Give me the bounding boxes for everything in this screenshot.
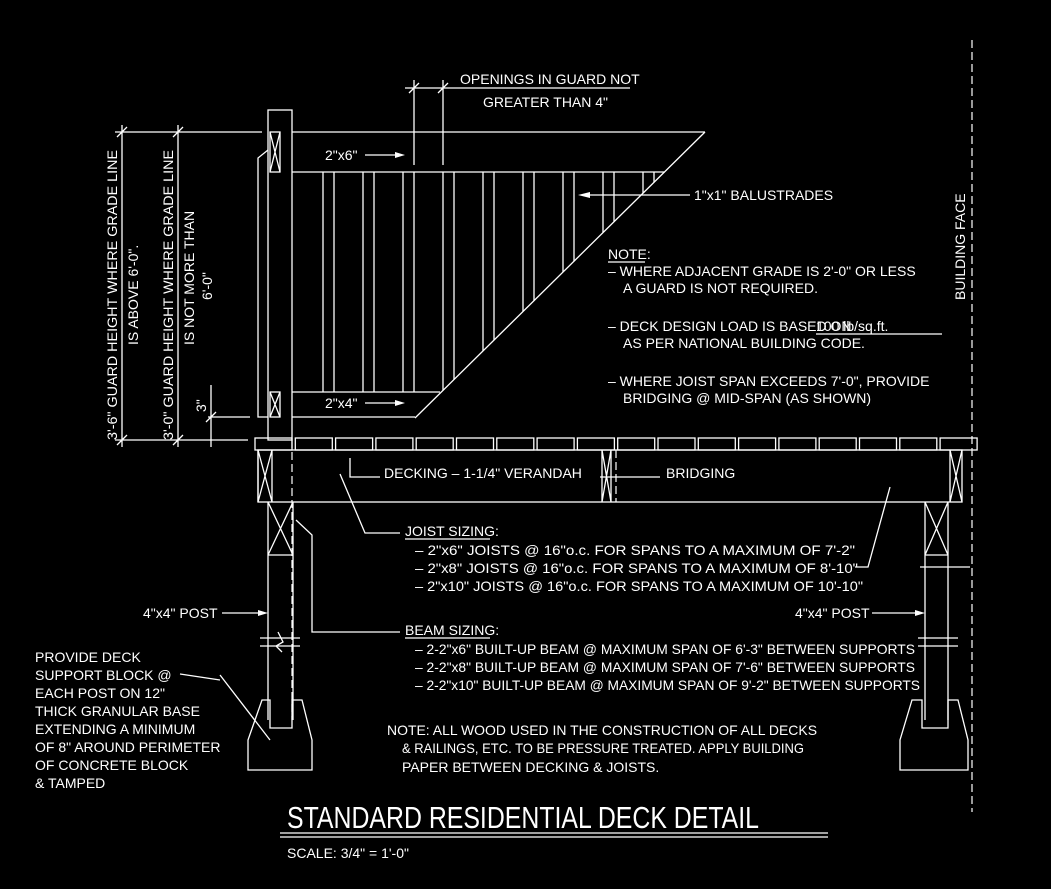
svg-text:– 2"x6" JOISTS @ 16"o.c. FOR S: – 2"x6" JOISTS @ 16"o.c. FOR SPANS TO A … (415, 542, 855, 558)
decking-board (737, 437, 777, 451)
decking-board (778, 437, 817, 451)
svg-text:A GUARD IS NOT REQUIRED.: A GUARD IS NOT REQUIRED. (623, 280, 818, 296)
svg-text:AS PER NATIONAL BUILDING CODE.: AS PER NATIONAL BUILDING CODE. (623, 335, 865, 351)
bottom-rail-block (269, 391, 281, 418)
balusters (322, 172, 655, 392)
openings-line-2: GREATER THAN 4" (483, 94, 608, 110)
decking-board (617, 437, 656, 451)
railing (257, 109, 706, 441)
decking-board (576, 437, 616, 451)
beam-title: BEAM SIZING: (405, 622, 499, 638)
scale-label: SCALE: 3/4" = 1'-0" (287, 845, 409, 861)
decking-board (858, 437, 898, 451)
bridging-label: BRIDGING (666, 465, 735, 481)
joist-title: JOIST SIZING: (405, 523, 499, 539)
drawing-title: STANDARD RESIDENTIAL DECK DETAIL (287, 800, 759, 835)
svg-text:THICK GRANULAR BASE: THICK GRANULAR BASE (35, 703, 200, 719)
guard-low-label-2: IS NOT MORE THAN (181, 211, 197, 345)
svg-text:NOTE:: NOTE: (608, 246, 651, 262)
dimensions: OPENINGS IN GUARD NOT GREATER THAN 4" 3'… (104, 71, 640, 447)
bottom-rail-label: 2"x4" (325, 395, 358, 411)
rails (292, 131, 706, 419)
decking-label: DECKING – 1-1/4" VERANDAH (384, 465, 582, 481)
decking-board (899, 437, 938, 451)
decking-boards (254, 437, 978, 451)
svg-text:– 2-2"x10" BUILT-UP BEAM @ MAX: – 2-2"x10" BUILT-UP BEAM @ MAXIMUM SPAN … (415, 677, 920, 693)
wood-note: NOTE: ALL WOOD USED IN THE CONSTRUCTION … (387, 722, 817, 775)
svg-text:NOTE: ALL WOOD USED IN THE CON: NOTE: ALL WOOD USED IN THE CONSTRUCTION … (387, 722, 817, 738)
deck-structure (247, 437, 978, 771)
svg-text:– 2"x8" JOISTS @ 16"o.c. FOR S: – 2"x8" JOISTS @ 16"o.c. FOR SPANS TO A … (415, 560, 858, 576)
svg-text:& TAMPED: & TAMPED (35, 775, 105, 791)
svg-text:– WHERE JOIST SPAN EXCEEDS 7'-: – WHERE JOIST SPAN EXCEEDS 7'-0", PROVID… (608, 373, 929, 389)
post-left-label: 4"x4" POST (143, 605, 218, 621)
svg-text:100 lb/sq.ft.: 100 lb/sq.ft. (816, 318, 888, 334)
labels: 2"x6" 2"x4" 1"x1" BALUSTRADES BUILDING F… (325, 40, 973, 812)
decking-board (697, 437, 736, 451)
post-right-label: 4"x4" POST (795, 605, 870, 621)
svg-text:– 2"x10" JOISTS @ 16"o.c. FOR: – 2"x10" JOISTS @ 16"o.c. FOR SPANS TO A… (415, 578, 863, 594)
decking-board (657, 437, 696, 451)
callouts: DECKING – 1-1/4" VERANDAH BRIDGING JOIST… (143, 458, 970, 741)
support-note: PROVIDE DECK SUPPORT BLOCK @ EACH POST O… (35, 649, 220, 791)
footing-left (247, 699, 313, 771)
decking-board (294, 437, 333, 451)
svg-text:– DECK DESIGN LOAD IS BASED ON: – DECK DESIGN LOAD IS BASED ON (608, 318, 852, 334)
svg-text:OF 8" AROUND PERIMETER: OF 8" AROUND PERIMETER (35, 739, 220, 755)
guard-low-label: 3'-0" GUARD HEIGHT WHERE GRADE LINE (160, 150, 176, 440)
svg-text:BRIDGING @ MID-SPAN (AS SHOWN): BRIDGING @ MID-SPAN (AS SHOWN) (623, 390, 871, 406)
decking-board (334, 437, 374, 451)
svg-text:& RAILINGS, ETC. TO BE PRESSUR: & RAILINGS, ETC. TO BE PRESSURE TREATED.… (402, 740, 804, 756)
openings-line-1: OPENINGS IN GUARD NOT (460, 71, 640, 87)
guard-high-label: 3'-6" GUARD HEIGHT WHERE GRADE LINE (104, 150, 120, 440)
decking-board (375, 437, 414, 451)
svg-text:EXTENDING A MINIMUM: EXTENDING A MINIMUM (35, 721, 195, 737)
top-rail-label: 2"x6" (325, 147, 358, 163)
decking-board (536, 437, 575, 451)
svg-text:– 2-2"x6" BUILT-UP BEAM @ MAXI: – 2-2"x6" BUILT-UP BEAM @ MAXIMUM SPAN O… (415, 641, 915, 657)
top-rail-block (269, 131, 281, 173)
note-block: NOTE: – WHERE ADJACENT GRADE IS 2'-0" OR… (608, 246, 942, 406)
svg-text:– 2-2"x8" BUILT-UP BEAM @ MAXI: – 2-2"x8" BUILT-UP BEAM @ MAXIMUM SPAN O… (415, 659, 915, 675)
svg-text:OF CONCRETE BLOCK: OF CONCRETE BLOCK (35, 757, 189, 773)
svg-text:SUPPORT BLOCK @: SUPPORT BLOCK @ (35, 667, 172, 683)
svg-text:EACH POST ON 12": EACH POST ON 12" (35, 685, 165, 701)
building-face-label: BUILDING FACE (952, 193, 968, 300)
posts (267, 501, 949, 720)
svg-text:– WHERE ADJACENT GRADE IS 2'-0: – WHERE ADJACENT GRADE IS 2'-0" OR LESS (608, 263, 916, 279)
footing-right (899, 699, 969, 771)
guard-high-label-2: IS ABOVE 6'-0". (125, 245, 141, 345)
bridging (601, 449, 612, 503)
guard-low-label-3: 6'-0" (199, 272, 215, 300)
decking-board (415, 437, 454, 451)
decking-board (818, 437, 857, 451)
decking-board (496, 437, 535, 451)
break-marks (260, 631, 958, 653)
svg-text:PROVIDE DECK: PROVIDE DECK (35, 649, 141, 665)
balustrades-label: 1"x1" BALUSTRADES (694, 187, 833, 203)
title-block: STANDARD RESIDENTIAL DECK DETAIL SCALE: … (280, 800, 828, 861)
guard-post (267, 109, 293, 441)
gap-label: 3" (193, 399, 209, 412)
svg-text:PAPER BETWEEN DECKING & JOISTS: PAPER BETWEEN DECKING & JOISTS. (402, 759, 659, 775)
decking-board (455, 437, 495, 451)
